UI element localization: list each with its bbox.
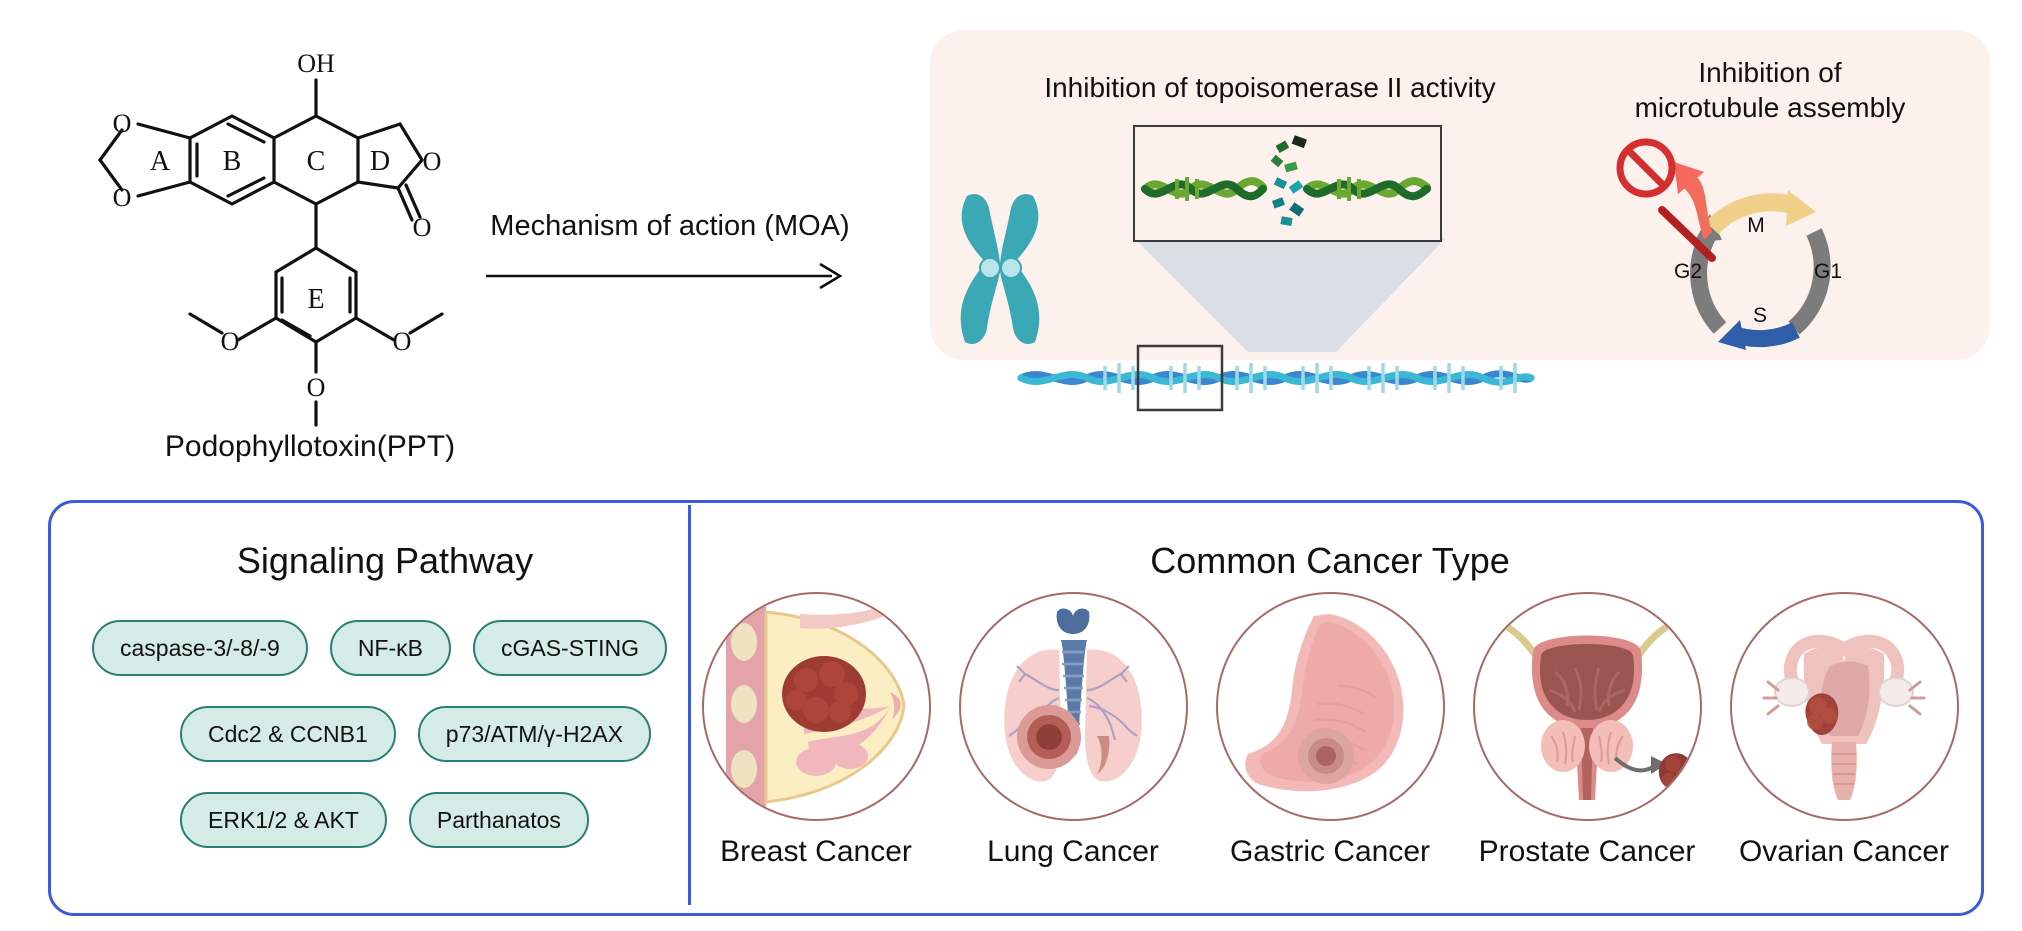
- lung-cancer-icon: [958, 592, 1188, 821]
- tumor-mass: [781, 656, 866, 732]
- atom-label-o: O: [113, 109, 132, 138]
- phase-label-g1: G1: [1814, 260, 1842, 283]
- signaling-pathway-title: Signaling Pathway: [236, 540, 534, 581]
- microtubule-title: Inhibition of microtubule assembly: [1600, 55, 1940, 125]
- common-cancer-type-title: Common Cancer Type: [1150, 540, 1510, 581]
- tumor-mass: [1804, 693, 1838, 736]
- ring-label-c: C: [307, 146, 326, 177]
- atom-label-o: O: [413, 213, 432, 242]
- tumor-mass: [1016, 705, 1081, 769]
- dna-fragments: [1270, 135, 1307, 226]
- atom-label-oh: OH: [297, 49, 335, 78]
- dna-selection-box: [1136, 344, 1224, 412]
- cancer-card[interactable]: Lung Cancer: [957, 592, 1189, 892]
- magnifier-cone: [1120, 236, 1460, 366]
- pathway-pill[interactable]: Cdc2 & CCNB1: [180, 706, 396, 762]
- metastasis-arrow: [1613, 756, 1667, 774]
- arrow-right-icon: [486, 262, 843, 290]
- tumor-mass: [1658, 753, 1692, 790]
- microtubule-title-line2: microtubule assembly: [1634, 92, 1906, 123]
- panel-divider: [688, 505, 691, 905]
- cancer-type-row: Breast Cancer: [700, 592, 1960, 892]
- g1-arc: [1788, 228, 1831, 335]
- atom-label-o: O: [423, 147, 442, 176]
- ring-label-e: E: [307, 284, 324, 315]
- phase-label-g2: G2: [1674, 260, 1702, 283]
- ring-label-d: D: [370, 146, 390, 177]
- cancer-card[interactable]: Breast Cancer: [700, 592, 932, 892]
- atom-label-o: O: [221, 327, 240, 356]
- signaling-pill-row: Cdc2 & CCNB1 p73/ATM/γ-H2AX: [180, 706, 652, 762]
- cell-cycle-diagram: M G1 S G2: [1600, 138, 1940, 350]
- ring-label-b: B: [223, 146, 242, 177]
- tumor-mass: [1297, 728, 1354, 784]
- phase-label-s: S: [1753, 304, 1767, 327]
- signaling-pill-row: caspase-3/-8/-9 NF-κB cGAS-STING: [92, 620, 667, 676]
- ring-label-a: A: [150, 146, 171, 177]
- topoisomerase-inset-box: [1133, 125, 1442, 242]
- pathway-pill[interactable]: Parthanatos: [408, 792, 589, 848]
- ovarian-cancer-icon: [1729, 592, 1959, 821]
- prostate-cancer-card[interactable]: Prostate Cancer: [1471, 592, 1703, 892]
- block-slash: [1658, 206, 1716, 262]
- phase-label-m: M: [1747, 214, 1765, 237]
- cancer-label: Prostate Cancer: [1478, 835, 1696, 868]
- cancer-card[interactable]: Gastric Cancer: [1214, 592, 1446, 892]
- pathway-pill[interactable]: caspase-3/-8/-9: [92, 620, 308, 676]
- signaling-pill-row: ERK1/2 & AKT Parthanatos: [180, 792, 589, 848]
- dna-double-helix: [1015, 330, 1535, 412]
- cleaved-dna-icon: [1141, 135, 1431, 226]
- pathway-pill[interactable]: ERK1/2 & AKT: [180, 792, 387, 848]
- atom-label-o: O: [393, 327, 412, 356]
- m-arrowhead: [1786, 190, 1816, 226]
- pathway-pill[interactable]: p73/ATM/γ-H2AX: [417, 706, 652, 762]
- topoisomerase-title: Inhibition of topoisomerase II activity: [1044, 72, 1496, 103]
- prohibition-icon: [1616, 138, 1676, 198]
- atom-label-o: O: [113, 183, 132, 212]
- chromosome-icon: [945, 190, 1055, 350]
- cancer-label: Gastric Cancer: [1229, 835, 1431, 868]
- moa-label: Mechanism of action (MOA): [490, 210, 850, 242]
- microtubule-title-line1: Inhibition of: [1698, 57, 1842, 88]
- cancer-label: Breast Cancer: [720, 835, 912, 868]
- cancer-card[interactable]: Ovarian Cancer: [1728, 592, 1960, 892]
- pathway-pill[interactable]: NF-κB: [329, 620, 451, 676]
- pathway-pill[interactable]: cGAS-STING: [472, 620, 667, 676]
- breast-cancer-icon: [701, 592, 931, 821]
- atom-label-o: O: [307, 373, 326, 402]
- podophyllotoxin-structure: OH O O O O O O O A B C D E: [60, 20, 480, 440]
- inhibition-arrow: [1658, 162, 1716, 262]
- moa-arrow-group: Mechanism of action (MOA): [480, 210, 860, 300]
- cancer-label: Ovarian Cancer: [1738, 835, 1950, 868]
- s-arrowhead: [1718, 320, 1746, 350]
- cancer-label: Lung Cancer: [987, 835, 1159, 868]
- gastric-cancer-icon: [1215, 592, 1445, 821]
- prostate-cancer-icon: [1472, 592, 1702, 821]
- molecule-caption: Podophyllotoxin(PPT): [164, 430, 456, 463]
- m-arc: [1705, 193, 1799, 235]
